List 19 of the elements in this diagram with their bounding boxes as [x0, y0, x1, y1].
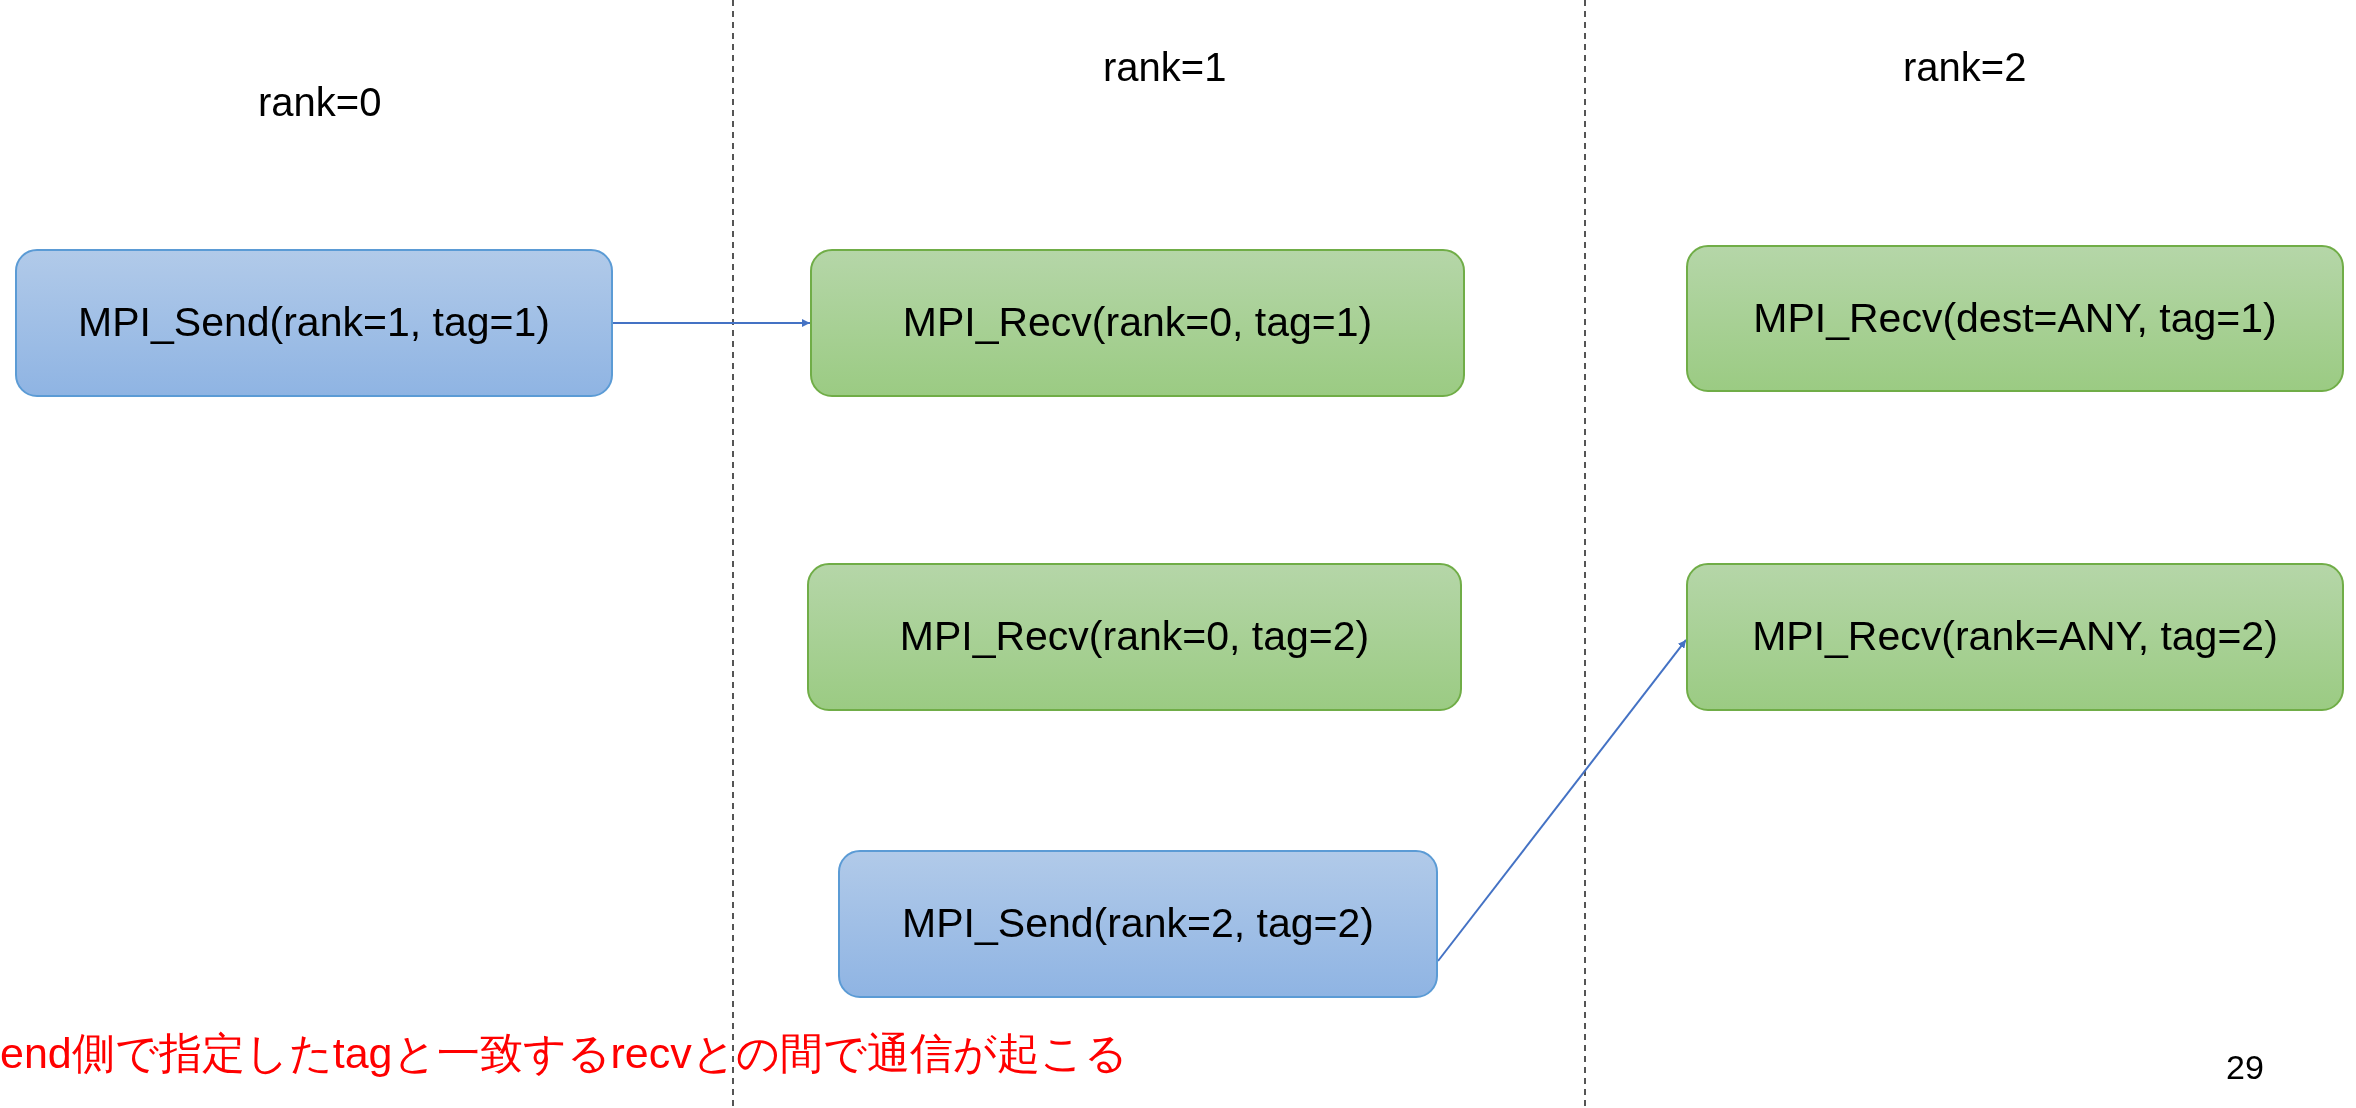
receive-call-box [1686, 245, 2344, 392]
arrow [612, 319, 811, 327]
send-call-box [15, 249, 613, 397]
page-number: 29 [2226, 1048, 2264, 1087]
call-text: MPI_Recv(rank=0, tag=2) [899, 612, 1370, 662]
receive-call-box [807, 563, 1462, 711]
call-text: MPI_Send(rank=1, tag=1) [78, 298, 550, 348]
arrow [1437, 638, 1687, 962]
call-text: MPI_Send(rank=2, tag=2) [902, 899, 1374, 949]
call-text: MPI_Recv(dest=ANY, tag=1) [1753, 293, 2277, 343]
rank-heading: rank=1 [1103, 45, 1227, 90]
send-call-box [838, 850, 1438, 998]
receive-call-box [1686, 563, 2344, 711]
call-text: MPI_Recv(rank=ANY, tag=2) [1752, 612, 2278, 662]
call-text: MPI_Recv(rank=0, tag=1) [902, 298, 1373, 348]
note-text: end側で指定したtagと一致するrecvとの間で通信が起こる [0, 1028, 1128, 1079]
receive-call-box [810, 249, 1465, 397]
rank-heading: rank=2 [1903, 45, 2027, 90]
rank-heading: rank=0 [258, 80, 382, 125]
